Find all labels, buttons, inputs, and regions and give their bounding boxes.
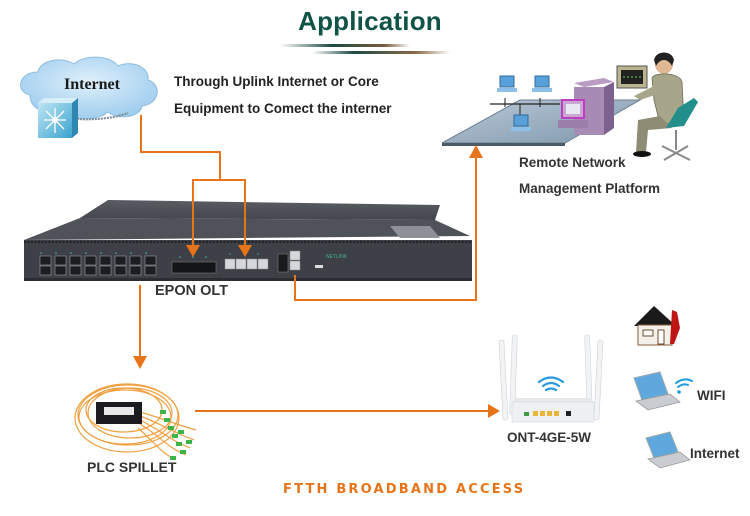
management-line	[294, 152, 477, 301]
arrow-right-icon	[488, 404, 500, 418]
ont-label: ONT-4GE-5W	[507, 430, 592, 445]
workstation-icon	[497, 75, 552, 131]
connector-lines	[139, 115, 490, 412]
core-switch-icon	[38, 98, 78, 138]
arrow-down-icon	[133, 356, 147, 369]
house-icon	[634, 306, 680, 346]
ont-router-icon	[498, 334, 604, 423]
title-text: Application	[298, 6, 442, 36]
splitter-label: PLC SPILLET	[87, 459, 177, 475]
title-underline-1	[280, 44, 410, 47]
title-underline-2	[312, 51, 450, 54]
client-wifi-label: WIFI	[697, 388, 726, 403]
arrow-down-icon	[238, 245, 252, 257]
ont-wifi-signal-icon	[537, 376, 565, 392]
internet-description-line-1: Through Uplink Internet or Core	[174, 74, 379, 89]
footer-ftth-label: FTTH BROADBAND ACCESS	[283, 482, 526, 497]
olt-device-icon: NETLINK	[24, 200, 472, 281]
arrow-down-icon	[186, 245, 200, 257]
client-internet-label: Internet	[690, 446, 740, 461]
internet-description-line-2: Equipment to Comect the interner	[174, 101, 392, 116]
connector-arrows	[133, 145, 500, 418]
internet-cloud-label: Internet	[64, 76, 120, 93]
remote-label-line-1: Remote Network	[519, 155, 626, 170]
page-title: Application	[0, 6, 750, 37]
uplink-split-line	[192, 179, 246, 252]
operator-icon	[616, 52, 698, 161]
laptop-wifi-icon	[633, 371, 693, 411]
sfp-port-group	[39, 255, 157, 276]
plc-splitter-icon	[74, 383, 197, 461]
remote-label-line-2: Management Platform	[519, 181, 661, 196]
svg-text:NETLINK: NETLINK	[326, 254, 348, 260]
server-icon	[558, 78, 614, 135]
arrow-up-icon	[469, 145, 483, 158]
laptop-icon	[645, 431, 691, 469]
olt-label: EPON OLT	[155, 283, 229, 299]
uplink-line	[140, 115, 221, 180]
